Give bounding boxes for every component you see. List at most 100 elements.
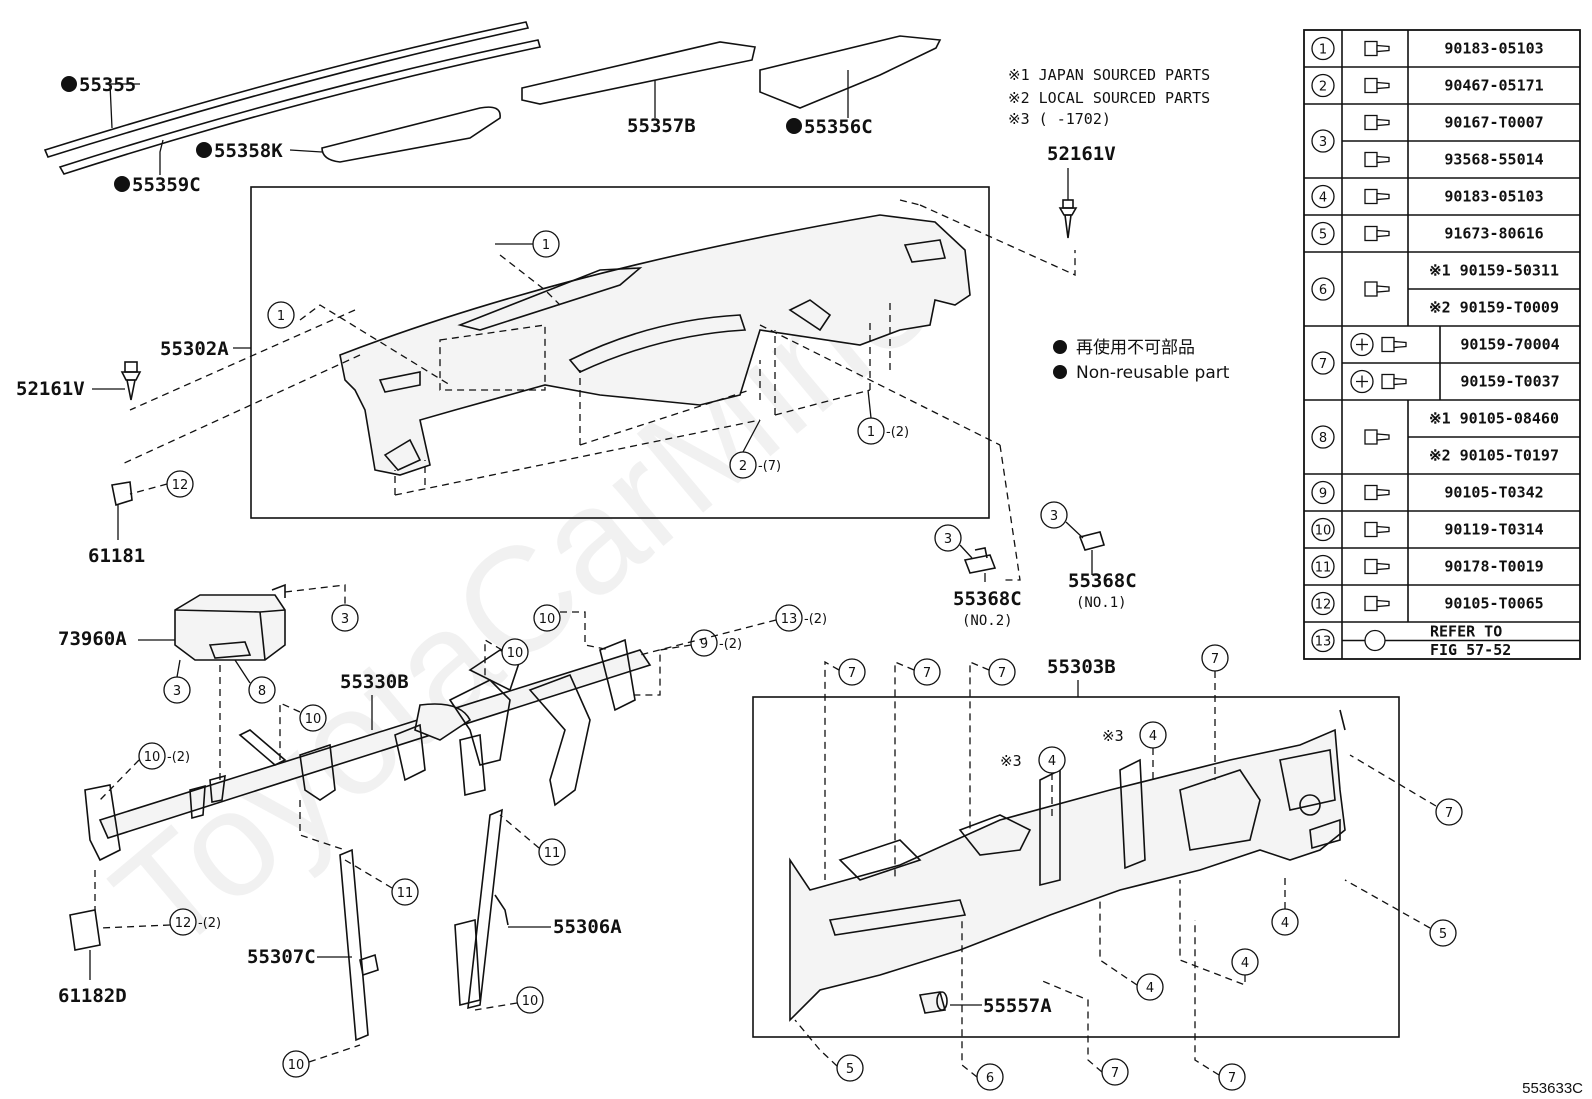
callout-10-airbag-side[interactable]: 10 bbox=[299, 704, 327, 732]
ref-circle-icon bbox=[1311, 36, 1335, 61]
callout-7-b[interactable]: 7 bbox=[913, 658, 941, 686]
part-55356C-panel[interactable] bbox=[759, 35, 942, 109]
callout-12-x2-lower[interactable]: 12 -(2) bbox=[169, 908, 221, 936]
part-label-55368C-no1[interactable]: 55368C bbox=[1068, 570, 1137, 592]
part-52161V-top-clip[interactable] bbox=[1058, 199, 1078, 239]
callout-1-left[interactable]: 1 bbox=[267, 301, 295, 329]
part-52161V-left-clip[interactable] bbox=[120, 361, 142, 401]
svg-text:4: 4 bbox=[1149, 729, 1157, 744]
callout-5-left[interactable]: 5 bbox=[836, 1054, 864, 1082]
parts-table-row-6[interactable]: 6※1 90159-50311※2 90159-T0009 bbox=[1311, 262, 1559, 317]
svg-text:10: 10 bbox=[305, 712, 322, 727]
part-label-55358K[interactable]: 55358K bbox=[214, 140, 283, 162]
callout-5-right[interactable]: 5 bbox=[1429, 919, 1457, 947]
note-local-sourced: ※2 LOCAL SOURCED PARTS bbox=[1008, 89, 1210, 107]
callout-4-b[interactable]: 4 bbox=[1139, 721, 1167, 749]
callout-7-a[interactable]: 7 bbox=[838, 658, 866, 686]
callout-11-left[interactable]: 11 bbox=[391, 878, 419, 906]
callout-7-f[interactable]: 7 bbox=[1101, 1058, 1129, 1086]
callout-8-airbag[interactable]: 8 bbox=[248, 676, 276, 704]
part-label-61182D[interactable]: 61182D bbox=[58, 985, 127, 1007]
callout-1-x2[interactable]: 1 -(2) bbox=[857, 417, 909, 445]
part-label-55557A[interactable]: 55557A bbox=[983, 995, 1052, 1017]
part-55307C-brace[interactable] bbox=[339, 848, 379, 1042]
callout-3-airbag-bottom[interactable]: 3 bbox=[163, 676, 191, 704]
part-55358K-pad[interactable] bbox=[321, 106, 501, 163]
callout-7-d[interactable]: 7 bbox=[1201, 644, 1229, 672]
part-55357B-panel[interactable] bbox=[521, 41, 756, 105]
parts-table-number: FIG 57-52 bbox=[1430, 641, 1511, 659]
ref-circle-icon bbox=[1311, 425, 1335, 449]
callout-3-clip-no2[interactable]: 3 bbox=[934, 524, 962, 552]
part-label-55307C[interactable]: 55307C bbox=[247, 946, 316, 968]
non-reusable-marker-55355 bbox=[61, 76, 77, 92]
callout-10-mid[interactable]: 10 bbox=[501, 638, 529, 666]
part-label-55359C[interactable]: 55359C bbox=[132, 174, 201, 196]
part-55330B-support-beam[interactable] bbox=[84, 638, 652, 862]
callout-3-airbag-right[interactable]: 3 bbox=[331, 604, 359, 632]
part-55302A-dashboard-upper[interactable] bbox=[339, 214, 971, 476]
callout-10-top[interactable]: 10 bbox=[533, 604, 561, 632]
part-55368C-no1-clip[interactable] bbox=[1078, 531, 1106, 551]
callout-7-g[interactable]: 7 bbox=[1218, 1063, 1246, 1091]
part-55303B-dashboard-reinforcement[interactable] bbox=[789, 709, 1346, 1022]
svg-text:7: 7 bbox=[1228, 1071, 1236, 1086]
part-label-55330B[interactable]: 55330B bbox=[340, 671, 409, 693]
parts-table-number: 90178-T0019 bbox=[1444, 558, 1543, 576]
part-55557A-grommet[interactable] bbox=[918, 991, 948, 1014]
part-label-55357B[interactable]: 55357B bbox=[627, 115, 696, 137]
callout-11-right[interactable]: 11 bbox=[538, 838, 566, 866]
part-label-55355[interactable]: 55355 bbox=[79, 74, 136, 96]
part-label-55356C[interactable]: 55356C bbox=[804, 116, 873, 138]
callout-1-top[interactable]: 1 bbox=[532, 230, 560, 258]
callout-4-c[interactable]: 4 bbox=[1271, 908, 1299, 936]
part-label-55302A[interactable]: 55302A bbox=[160, 338, 229, 360]
part-55368C-no2-clip[interactable] bbox=[963, 547, 997, 574]
part-label-52161V-top[interactable]: 52161V bbox=[1047, 143, 1116, 165]
part-label-52161V-left[interactable]: 52161V bbox=[16, 378, 85, 400]
part-label-61181[interactable]: 61181 bbox=[88, 545, 145, 567]
part-55355-strip[interactable] bbox=[43, 21, 530, 158]
callout-10-bottom-left[interactable]: 10 bbox=[282, 1050, 310, 1078]
callout-12-upper[interactable]: 12 bbox=[166, 470, 194, 498]
callout-4-e[interactable]: 4 bbox=[1136, 973, 1164, 1001]
callout-4-a[interactable]: 4 bbox=[1038, 746, 1066, 774]
parts-table-number: ※1 90159-50311 bbox=[1429, 262, 1559, 280]
callout-3-clip-no1[interactable]: 3 bbox=[1040, 501, 1068, 529]
part-label-73960A[interactable]: 73960A bbox=[58, 628, 127, 650]
callout-6[interactable]: 6 bbox=[976, 1063, 1004, 1091]
part-61181-bracket[interactable] bbox=[111, 481, 133, 507]
parts-table-row-8[interactable]: 8※1 90105-08460※2 90105-T0197 bbox=[1311, 410, 1559, 465]
part-label-55306A[interactable]: 55306A bbox=[553, 916, 622, 938]
fastener-icon bbox=[1364, 281, 1390, 297]
callout-9-x2[interactable]: 9 -(2) bbox=[690, 629, 742, 657]
note-date-range: ※3 ( -1702) bbox=[1008, 110, 1111, 128]
parts-table-number: 90183-05103 bbox=[1444, 40, 1543, 58]
callout-4-d[interactable]: 4 bbox=[1231, 948, 1259, 976]
callout-10-bottom-right[interactable]: 10 bbox=[516, 986, 544, 1014]
callout-7-e[interactable]: 7 bbox=[1435, 798, 1463, 826]
callout-13-x2[interactable]: 13 -(2) bbox=[775, 604, 827, 632]
callout-7-c[interactable]: 7 bbox=[988, 658, 1016, 686]
callout-10-x2-left[interactable]: 10 -(2) bbox=[138, 742, 190, 770]
part-61182D-bracket[interactable] bbox=[69, 909, 101, 951]
svg-text:11: 11 bbox=[544, 846, 561, 861]
part-55359C-strip[interactable] bbox=[58, 39, 542, 175]
part-73960A-airbag-module[interactable] bbox=[174, 583, 286, 661]
part-55306A-brace[interactable] bbox=[454, 808, 509, 1010]
part-label-55303B[interactable]: 55303B bbox=[1047, 656, 1116, 678]
svg-text:1: 1 bbox=[542, 238, 550, 253]
part-label-55368C-no2[interactable]: 55368C bbox=[953, 588, 1022, 610]
parts-table-number: 90467-05171 bbox=[1444, 77, 1543, 95]
